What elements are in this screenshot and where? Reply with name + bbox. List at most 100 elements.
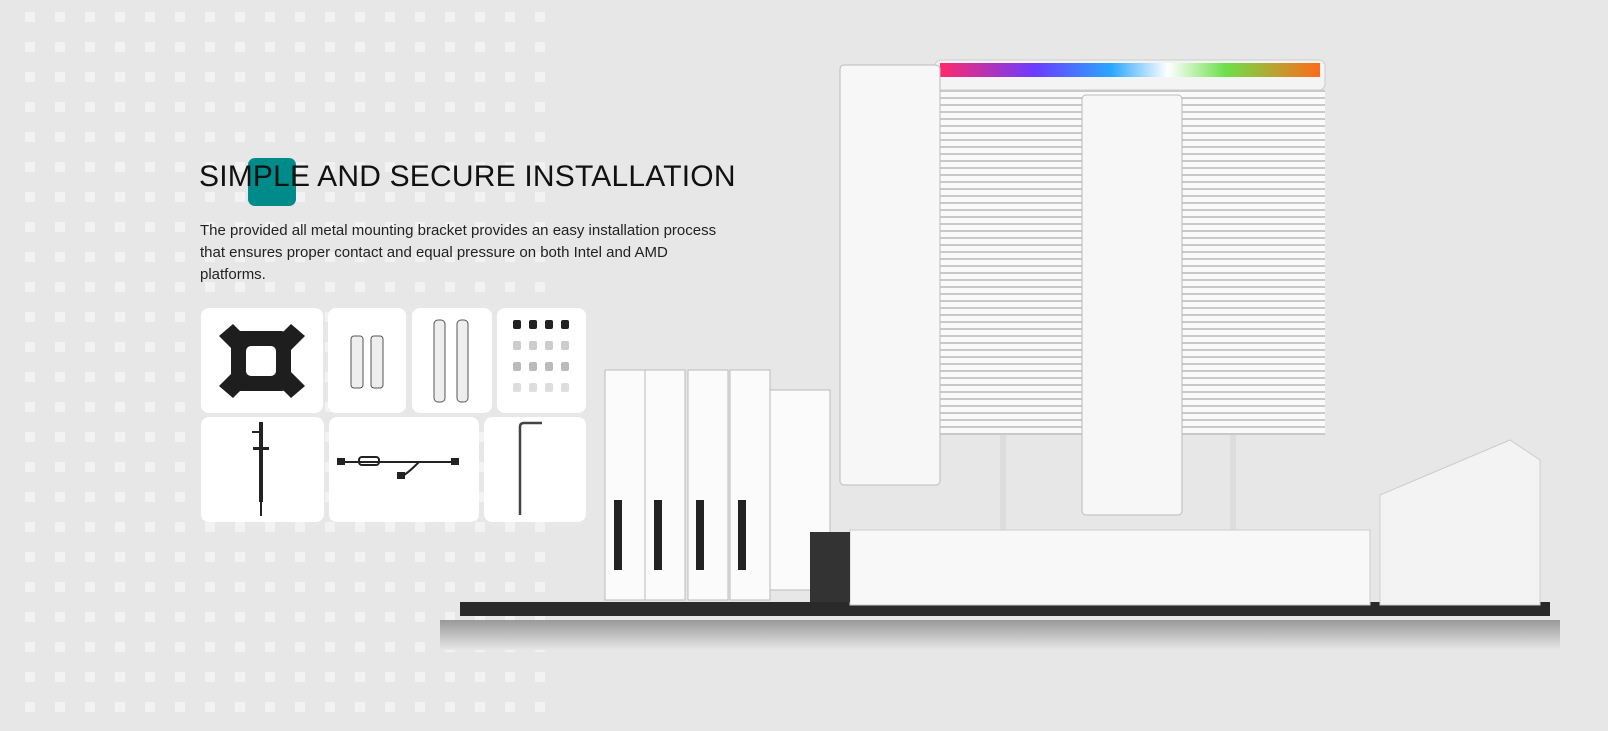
background-dot (205, 522, 215, 532)
background-dot (85, 612, 95, 622)
background-dot (295, 162, 305, 172)
background-dot (385, 672, 395, 682)
background-dot (145, 492, 155, 502)
background-dot (175, 192, 185, 202)
background-dot (235, 192, 245, 202)
background-dot (505, 192, 515, 202)
background-dot (85, 432, 95, 442)
background-dot (55, 672, 65, 682)
section-description: The provided all metal mounting bracket … (200, 222, 717, 283)
background-dot (175, 342, 185, 352)
background-dot (115, 612, 125, 622)
background-dot (475, 192, 485, 202)
background-dot (85, 582, 95, 592)
background-dot (235, 42, 245, 52)
background-dot (145, 12, 155, 22)
background-dot (415, 12, 425, 22)
background-dot (235, 672, 245, 682)
background-dot (175, 432, 185, 442)
background-dot (445, 582, 455, 592)
background-dot (25, 432, 35, 442)
background-dot (295, 522, 305, 532)
background-dot (355, 582, 365, 592)
background-dot (415, 702, 425, 712)
screw (529, 320, 537, 329)
background-dot (325, 612, 335, 622)
background-dot (535, 522, 545, 532)
background-dot (445, 522, 455, 532)
background-dot (265, 12, 275, 22)
background-dot (145, 522, 155, 532)
background-dot (115, 492, 125, 502)
background-dot (145, 462, 155, 472)
background-dot (325, 582, 335, 592)
background-dot (175, 312, 185, 322)
background-dot (205, 672, 215, 682)
background-dot (25, 672, 35, 682)
background-dot (475, 252, 485, 262)
background-dot (235, 12, 245, 22)
background-dot (115, 642, 125, 652)
background-dot (235, 72, 245, 82)
background-dot (535, 582, 545, 592)
background-dot (55, 192, 65, 202)
background-dot (25, 552, 35, 562)
background-dot (25, 522, 35, 532)
background-dot (145, 642, 155, 652)
background-dot (355, 162, 365, 172)
background-dot (475, 522, 485, 532)
background-dot (265, 702, 275, 712)
front-fan (1081, 94, 1183, 516)
background-dot (175, 222, 185, 232)
accent-square (248, 158, 296, 206)
screw (545, 320, 553, 329)
background-dot (235, 222, 245, 232)
background-dot (475, 432, 485, 442)
background-dot (415, 132, 425, 142)
background-dot (475, 582, 485, 592)
background-dot (85, 102, 95, 112)
background-dot (235, 612, 245, 622)
background-dot (535, 42, 545, 52)
background-dot (205, 72, 215, 82)
syringe-icon (252, 422, 269, 516)
background-dot (295, 612, 305, 622)
background-dot (55, 612, 65, 622)
background-dot (115, 282, 125, 292)
background-dot (445, 612, 455, 622)
background-dot (175, 282, 185, 292)
background-dot (55, 402, 65, 412)
background-dot (445, 282, 455, 292)
background-dot (145, 252, 155, 262)
background-dot (475, 462, 485, 472)
background-dot (25, 492, 35, 502)
background-dot (115, 672, 125, 682)
background-dot (325, 192, 335, 202)
background-dot (535, 552, 545, 562)
background-dot (145, 312, 155, 322)
background-dot (25, 192, 35, 202)
hex-key-icon (518, 421, 542, 515)
background-dot (355, 672, 365, 682)
rear-fan (839, 64, 941, 486)
background-dot (85, 492, 95, 502)
background-dot (25, 102, 35, 112)
background-dot (205, 132, 215, 142)
background-dot (175, 132, 185, 142)
background-dot (235, 162, 245, 172)
background-dot (265, 582, 275, 592)
background-dot (295, 642, 305, 652)
background-dot (505, 132, 515, 142)
background-dot (265, 132, 275, 142)
background-dot (475, 162, 485, 172)
background-dot (175, 642, 185, 652)
background-dot (445, 702, 455, 712)
screw (529, 362, 537, 371)
background-dot (475, 102, 485, 112)
background-dot (325, 42, 335, 52)
background-dot (115, 72, 125, 82)
background-dot (85, 192, 95, 202)
background-dot (145, 222, 155, 232)
background-dot (475, 612, 485, 622)
screws-icon (513, 320, 569, 392)
